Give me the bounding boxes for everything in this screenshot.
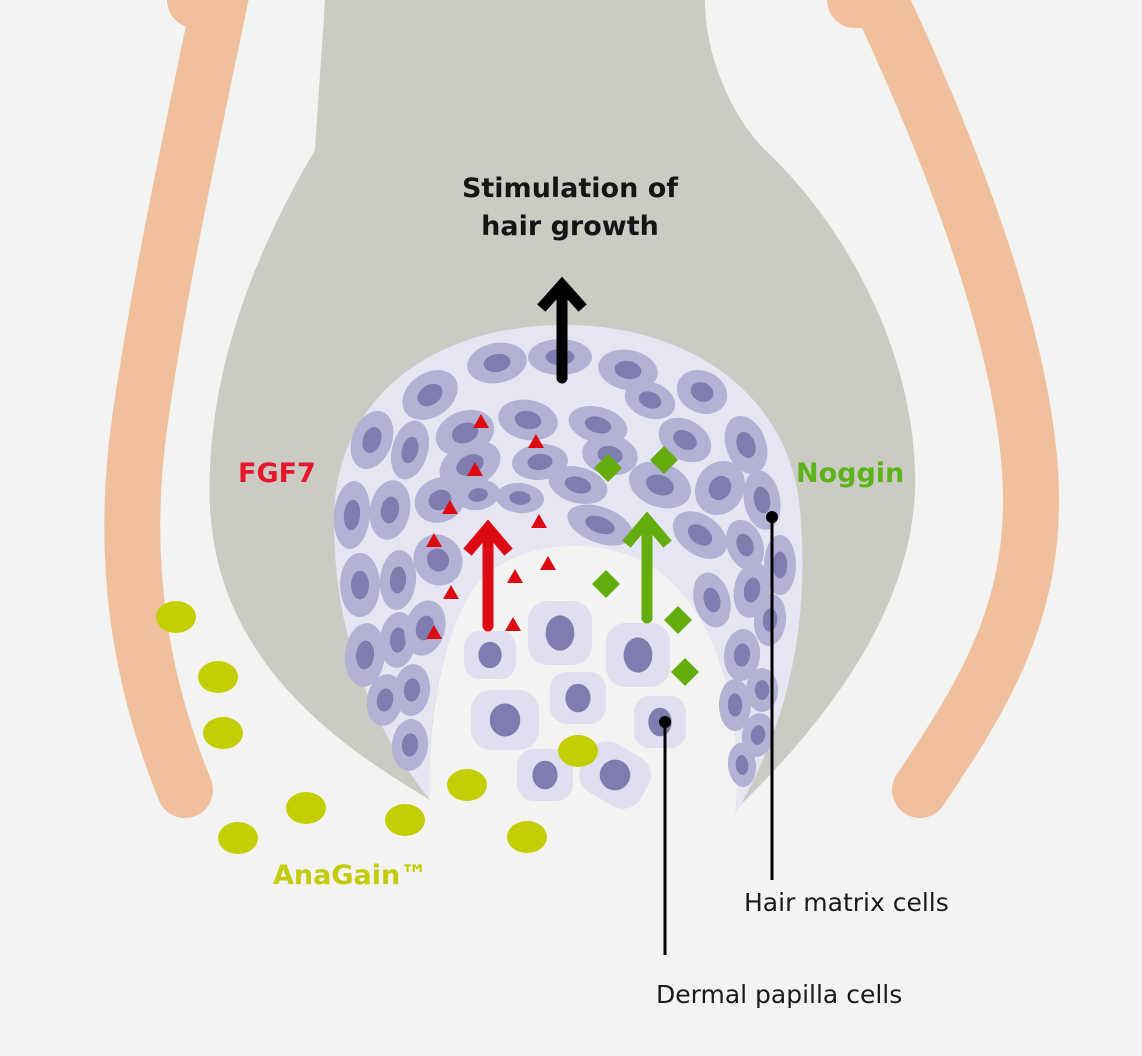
fgf7-molecule: [426, 625, 442, 639]
anagain-molecule: [385, 804, 425, 836]
dermal-papilla-cell: [517, 749, 573, 801]
fgf7-molecule: [443, 585, 459, 599]
dermal-papilla-cell: [464, 631, 516, 679]
hair-matrix-cell: [567, 504, 633, 546]
diagram-title: Stimulation of hair growth: [440, 170, 700, 246]
hair-matrix-cell: [741, 713, 775, 757]
hair-matrix-cell: [693, 572, 731, 628]
hair-matrix-cell: [672, 511, 728, 559]
dermal-papilla-cell: [550, 672, 606, 724]
anagain-molecule: [286, 792, 326, 824]
noggin-molecules-group: [592, 446, 699, 686]
hair-matrix-cell: [333, 481, 371, 549]
dermal-papilla-cell: [606, 623, 670, 687]
hair-matrix-cell: [391, 719, 429, 771]
hair-matrix-cell: [496, 482, 544, 514]
fgf7-label: FGF7: [238, 458, 316, 489]
hair-matrix-cell: [548, 465, 608, 505]
hair-matrix-cell: [624, 380, 676, 420]
hair-matrix-cells-label: Hair matrix cells: [744, 888, 949, 917]
hair-matrix-cell: [694, 460, 746, 516]
hair-matrix-cell: [568, 405, 628, 445]
hair-matrix-cell: [719, 679, 751, 731]
noggin-molecule: [650, 446, 678, 474]
dermal-papilla-cell: [471, 690, 539, 750]
hair-matrix-cell: [344, 623, 386, 687]
fgf7-arrow: [463, 519, 513, 632]
hair-matrix-cell: [390, 420, 430, 480]
hair-matrix-cell: [379, 550, 417, 610]
noggin-label: Noggin: [796, 458, 905, 489]
noggin-molecule: [664, 606, 692, 634]
fgf7-molecule: [528, 434, 544, 448]
follicle-sheath-left: [104, 0, 249, 818]
hair-matrix-cell: [753, 594, 787, 646]
noggin-arrow: [622, 511, 672, 624]
fgf7-molecule: [540, 556, 556, 570]
hair-matrix-cell: [676, 370, 728, 414]
hair-matrix-cell: [658, 417, 712, 463]
fgf7-molecules-group: [426, 414, 556, 639]
hair-matrix-cell: [467, 342, 527, 384]
dermal-papilla-cells-label: Dermal papilla cells: [656, 980, 903, 1009]
hair-matrix-cell: [727, 743, 757, 787]
hair-matrix-cell: [456, 479, 500, 511]
noggin-molecule: [594, 454, 622, 482]
anagain-molecule: [156, 601, 196, 633]
fgf7-molecule: [426, 533, 442, 547]
dermal-papilla-cell: [579, 741, 651, 809]
hair-matrix-cells-group: [333, 339, 796, 787]
fgf7-molecule: [505, 617, 521, 631]
hair-matrix-cell: [350, 410, 394, 470]
hair-matrix-cell: [629, 461, 691, 509]
noggin-molecule: [671, 658, 699, 686]
hair-matrix-cell: [340, 553, 380, 617]
title-line-1: Stimulation of: [461, 173, 679, 204]
anagain-molecule: [558, 735, 598, 767]
hair-matrix-cell: [366, 674, 404, 726]
noggin-molecule: [592, 570, 620, 598]
hair-matrix-cell: [725, 519, 765, 571]
anagain-molecule: [507, 821, 547, 853]
fgf7-molecule: [442, 500, 458, 514]
anagain-molecule: [218, 822, 258, 854]
hair-matrix-cell: [723, 629, 761, 681]
hair-matrix-cell: [393, 664, 431, 716]
hair-matrix-cell: [369, 480, 411, 540]
hair-matrix-cell: [724, 415, 768, 475]
hair-matrix-cell: [413, 534, 463, 586]
anagain-molecule: [447, 769, 487, 801]
anagain-molecule: [203, 717, 243, 749]
growth-arrow: [537, 276, 587, 384]
dermal-papilla-cell: [528, 601, 592, 665]
fgf7-molecule: [531, 514, 547, 528]
hair-matrix-cell: [402, 370, 458, 420]
fgf7-molecule: [467, 462, 483, 476]
follicle-sheath-right: [827, 0, 1060, 818]
hair-matrix-leader-line: [766, 511, 778, 880]
anagain-label: AnaGain™: [273, 860, 428, 891]
anagain-molecules-group: [156, 601, 598, 854]
title-line-2: hair growth: [481, 211, 659, 242]
anagain-molecule: [198, 661, 238, 693]
hair-matrix-cell: [746, 668, 778, 712]
dermal-papilla-leader-line: [659, 716, 671, 955]
hair-matrix-cell: [598, 349, 658, 391]
hair-matrix-cell: [498, 399, 558, 441]
fgf7-molecule: [507, 569, 523, 583]
fgf7-molecule: [473, 414, 489, 428]
